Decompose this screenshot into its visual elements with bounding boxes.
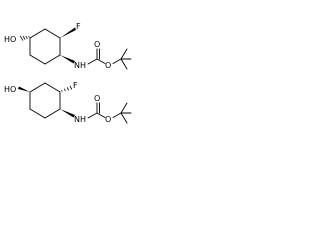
n-carbonyl-bond [87, 58, 98, 65]
carbonyl-ester-bond [96, 112, 106, 118]
carbonyl-oxygen-label: O [94, 94, 100, 103]
hydroxyl-label: HO [4, 85, 16, 94]
hydroxyl-label: HO [4, 35, 16, 44]
carbonyl-ester-bond [96, 58, 106, 64]
wedge-bond [60, 55, 75, 64]
ring-bond [29, 54, 46, 65]
methyl-bond [120, 102, 128, 114]
ring-bond [29, 108, 46, 119]
ring-bond [29, 28, 46, 39]
nitrogen-label: NH [74, 115, 86, 124]
structure-drawing: HO F NH O O [4, 22, 132, 124]
ether-oxygen-label: O [105, 115, 111, 124]
ether-oxygen-label: O [105, 61, 111, 70]
ring-bond [44, 28, 61, 39]
fluorine-label: F [73, 81, 78, 90]
methyl-bond [120, 48, 128, 60]
n-carbonyl-bond [87, 112, 98, 119]
wedge-bond [60, 27, 76, 38]
ring-bond [44, 82, 61, 93]
chemical-structure-canvas: HO F NH O O [0, 0, 152, 152]
methyl-bond [120, 58, 128, 70]
ester-tbutyl-bond [112, 112, 122, 118]
nitrogen-label: NH [74, 61, 86, 70]
ester-tbutyl-bond [112, 58, 122, 64]
methyl-bond [120, 112, 128, 124]
wedge-bond [60, 109, 75, 118]
wedge-bond [18, 86, 30, 92]
hashed-bond [19, 35, 30, 41]
structure-bottom: HO F NH O O [4, 81, 132, 124]
structure-top: HO F NH O O [4, 22, 132, 70]
ring-bond [44, 108, 61, 119]
carbonyl-oxygen-label: O [94, 40, 100, 49]
fluorine-label: F [76, 22, 81, 31]
ring-bond [29, 82, 46, 93]
hashed-bond [61, 85, 73, 92]
ring-bond [44, 54, 61, 65]
